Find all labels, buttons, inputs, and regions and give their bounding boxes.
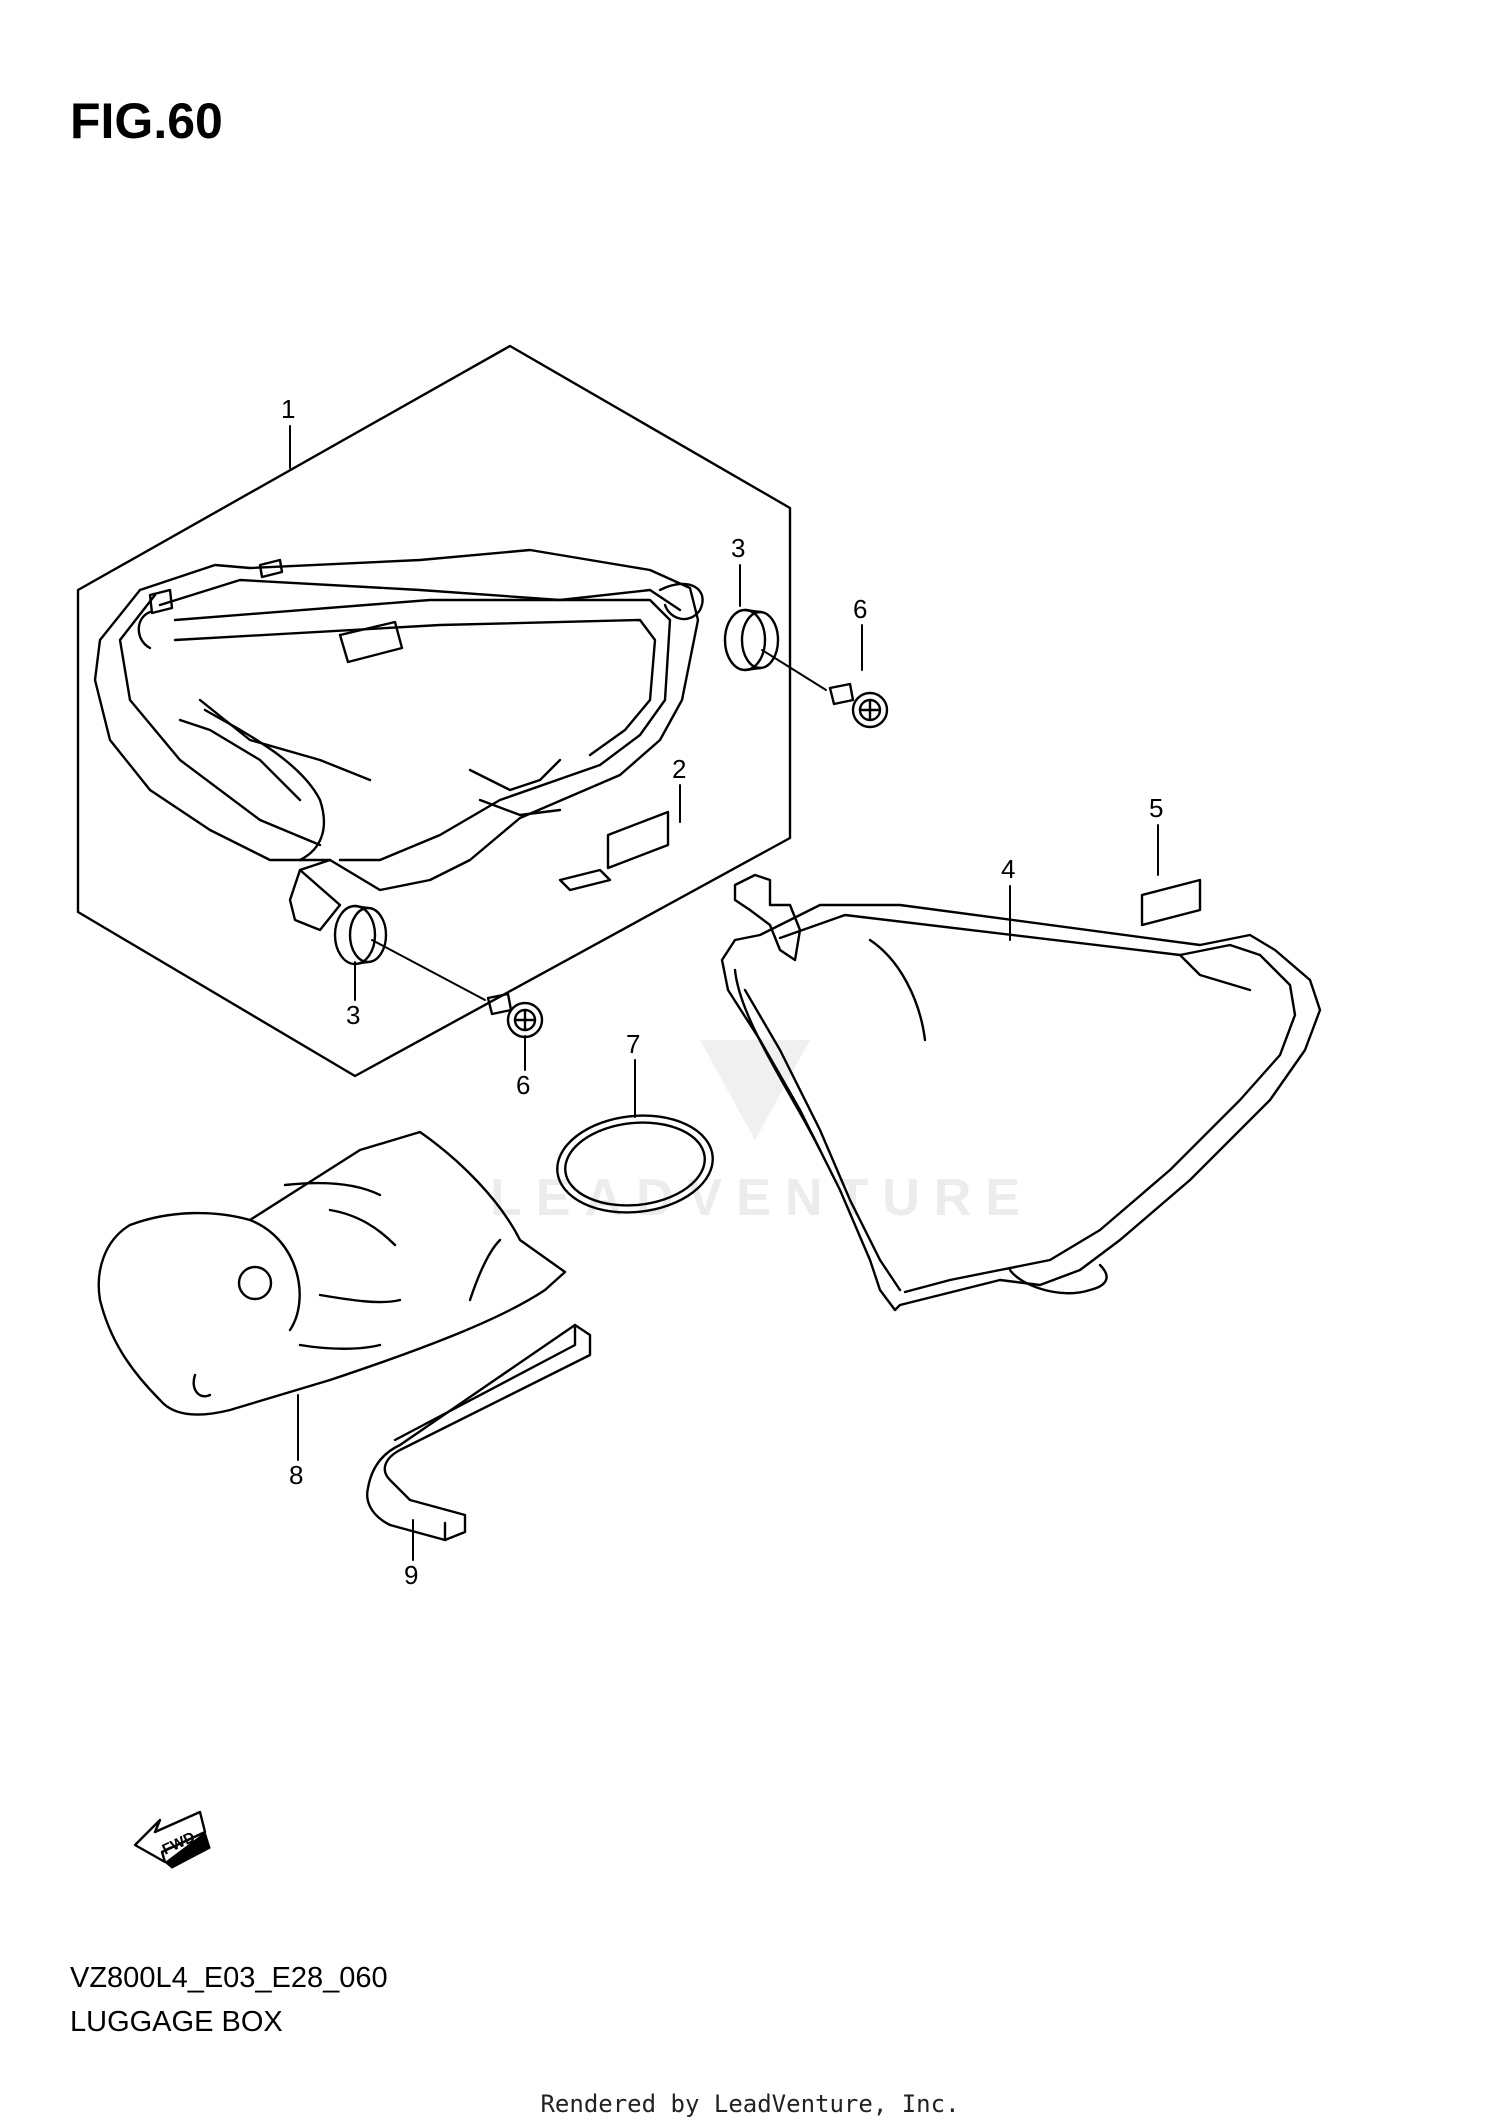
luggage-box-frame <box>93 548 704 932</box>
luggage-bag-cover <box>97 1130 567 1416</box>
figure-name: LUGGAGE BOX <box>70 2006 283 2038</box>
callout-7: 7 <box>626 1029 640 1059</box>
callout-3-upper: 3 <box>731 533 745 563</box>
fwd-arrow-icon: FWD <box>133 1810 211 1869</box>
callout-6-lower: 6 <box>516 1070 530 1100</box>
part-2-pad <box>606 810 670 870</box>
o-ring <box>556 1114 714 1214</box>
callout-5: 5 <box>1149 793 1163 823</box>
part-5-pad <box>1140 878 1202 927</box>
rendered-by-credit: Rendered by LeadVenture, Inc. <box>540 2090 960 2118</box>
callout-2: 2 <box>672 754 686 784</box>
watermark: LEADVENTURE <box>490 1040 1034 1227</box>
watermark-text: LEADVENTURE <box>490 1169 1034 1227</box>
figure-title: FIG.60 <box>70 93 223 149</box>
callout-4: 4 <box>1001 854 1015 884</box>
hex-key <box>366 1323 592 1542</box>
side-cover <box>720 873 1322 1312</box>
callout-6-upper: 6 <box>853 594 867 624</box>
callout-1: 1 <box>281 394 295 424</box>
callout-8: 8 <box>289 1460 303 1490</box>
figure-code: VZ800L4_E03_E28_060 <box>70 1962 388 1994</box>
assembly-outline <box>76 344 792 1078</box>
callouts: 1 2 3 3 4 5 6 6 7 8 9 <box>281 394 1163 1590</box>
grommet-upper <box>723 608 780 672</box>
bolt-upper <box>828 682 889 729</box>
leader-lines <box>289 425 1159 1561</box>
bolt-lower <box>486 992 544 1039</box>
grommet-lower <box>333 904 388 966</box>
callout-9: 9 <box>404 1560 418 1590</box>
callout-3-lower: 3 <box>346 1000 360 1030</box>
